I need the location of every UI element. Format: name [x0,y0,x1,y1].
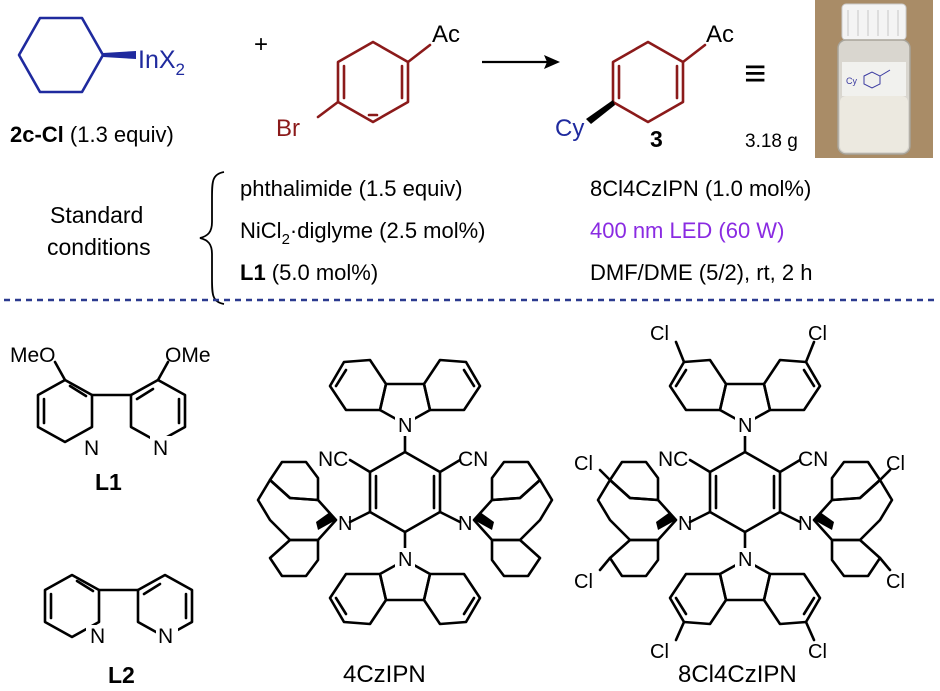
czipn-n-bottom: N [398,549,412,571]
czipn-label: 4CzIPN [343,661,426,688]
vial-label: Cy [846,76,857,86]
clczipn-cl-left-lower: Cl [574,571,593,593]
clczipn-cl-right-lower: Cl [886,571,905,593]
condition-nickel: NiCl2·diglyme (2.5 mol%) [240,218,486,248]
clczipn-cl-left-upper: Cl [574,453,593,475]
clczipn-structure [596,340,894,642]
product-cyclohexyl: Cy [555,115,584,142]
czipn-n-left: N [338,513,352,535]
clczipn-cl-top-right: Cl [808,323,827,345]
clczipn-n-top: N [738,415,752,437]
czipn-n-right: N [458,513,472,535]
clczipn-n-bottom: N [738,549,752,571]
conditions-brace [199,171,225,305]
clczipn-cl-bottom-left: Cl [650,641,669,663]
reagent1-label: 2c-Cl (1.3 equiv) [10,122,174,147]
product-acetyl: Ac [706,21,734,48]
reaction-arrow [482,55,560,69]
czipn-n-top: N [398,415,412,437]
condition-light: 400 nm LED (60 W) [590,218,784,243]
czipn-cn-right: CN [458,448,488,471]
l1-n2: N [153,437,168,460]
l2-n2: N [158,625,173,648]
l1-label: L1 [95,469,122,495]
czipn-structure [256,358,554,626]
ligand-l1-structure [36,360,187,444]
czipn-cn-left: NC [318,448,348,471]
condition-solvent: DMF/DME (5/2), rt, 2 h [590,260,812,285]
condition-photocatalyst: 8Cl4CzIPN (1.0 mol%) [590,176,811,201]
product-vial-photo: Cy [815,0,933,158]
l2-label: L2 [108,662,135,688]
clczipn-n-right: N [798,513,812,535]
product-structure [586,40,707,124]
l1-methoxy-right: OMe [165,344,211,367]
clczipn-cl-right-upper: Cl [886,453,905,475]
condition-ligand: L1 (5.0 mol%) [240,260,378,285]
bromoacetophenone-structure [316,40,432,124]
ligand-l2-structure [43,573,194,639]
reagent2-bromo: Br [276,115,300,142]
conditions-title-1: Standard [50,202,143,228]
cyclohexyl-indium-structure: InX2 [17,16,185,94]
clczipn-n-left: N [678,513,692,535]
product-number: 3 [650,126,663,152]
clczipn-cl-top-left: Cl [650,323,669,345]
product-mass: 3.18 g [745,131,798,152]
l1-methoxy-left: MeO [10,344,56,367]
clczipn-cn-right: CN [798,448,828,471]
l1-n1: N [84,437,99,460]
clczipn-label: 8Cl4CzIPN [678,661,797,688]
equivalence-symbol: ≡ [744,53,766,95]
conditions-title-2: conditions [47,234,151,260]
condition-phthalimide: phthalimide (1.5 equiv) [240,176,463,201]
clczipn-cn-left: NC [658,448,688,471]
reagent-indium-text: InX2 [138,46,185,79]
l2-n1: N [90,625,105,648]
reagent2-acetyl: Ac [432,21,460,48]
plus-sign: + [254,31,268,58]
clczipn-cl-bottom-right: Cl [808,641,827,663]
